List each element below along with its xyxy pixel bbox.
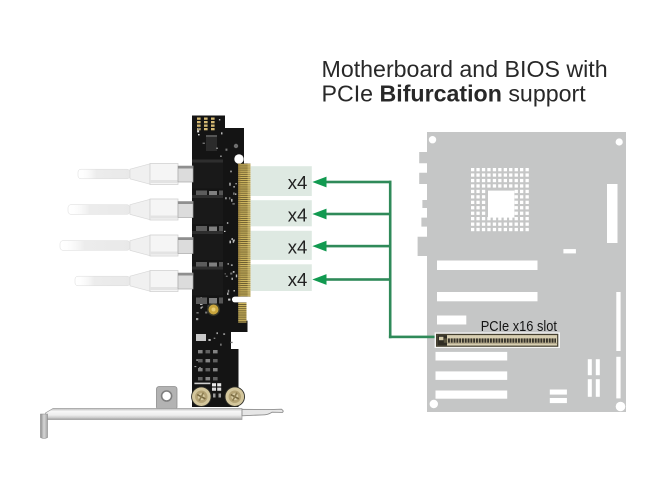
- svg-text:PCIe x16 slot: PCIe x16 slot: [481, 318, 558, 335]
- svg-text:x4: x4: [288, 236, 308, 257]
- svg-text:x4: x4: [288, 269, 308, 290]
- svg-text:x4: x4: [288, 172, 308, 193]
- svg-text:x4: x4: [288, 204, 308, 225]
- svg-text:PCIe Bifurcation support: PCIe Bifurcation support: [322, 81, 587, 107]
- svg-text:Motherboard and BIOS with: Motherboard and BIOS with: [322, 56, 608, 82]
